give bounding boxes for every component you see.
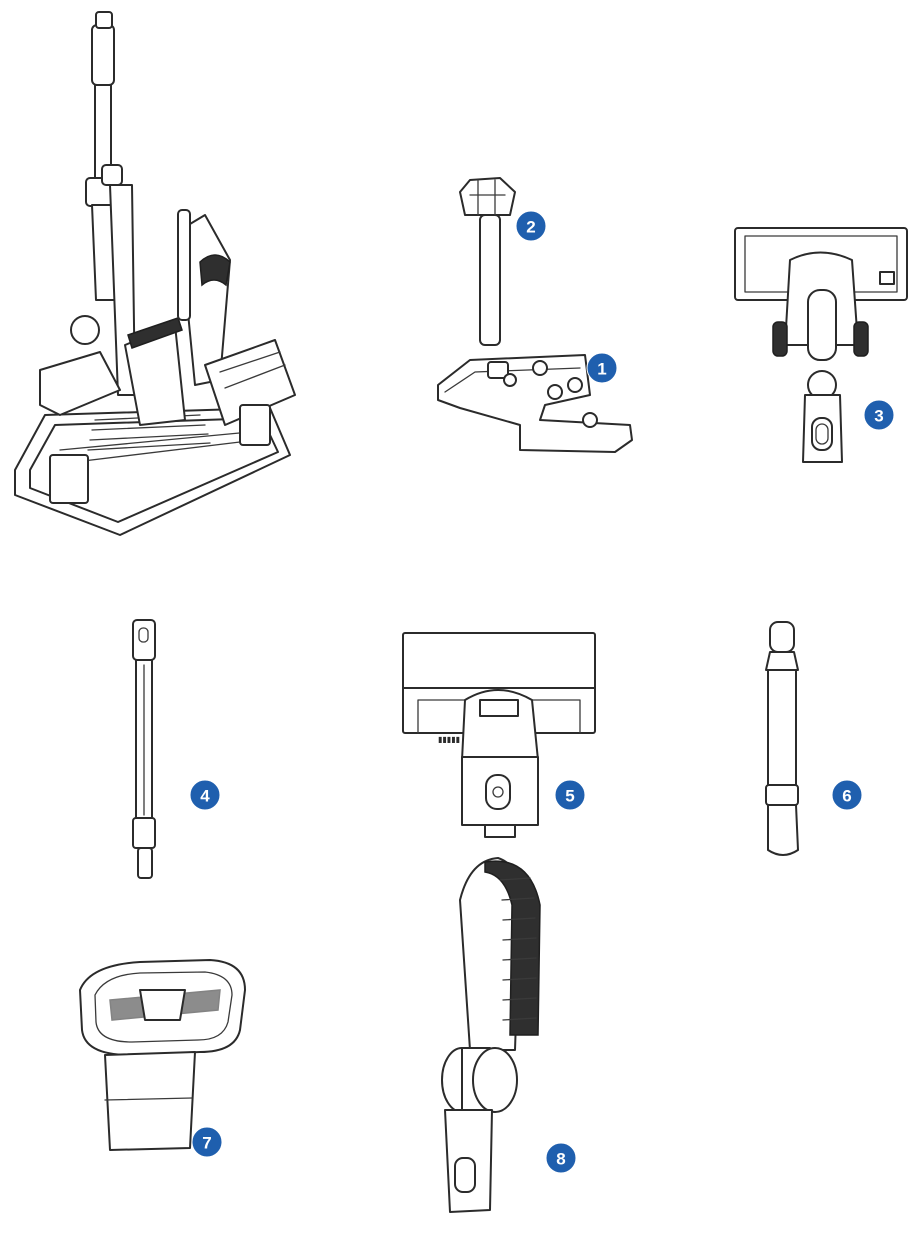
assembled-station-illustration <box>14 11 296 536</box>
badge-4: 4 <box>189 779 221 811</box>
floor-head-illustration <box>734 227 908 463</box>
badge-circle <box>586 352 618 384</box>
badge-circle <box>545 1142 577 1174</box>
badge-number: 5 <box>565 787 574 806</box>
crevice-tool-illustration <box>765 621 799 856</box>
badge-number: 7 <box>202 1134 211 1153</box>
badge-number: 6 <box>842 787 851 806</box>
badge-6: 6 <box>831 779 863 811</box>
base-plate-illustration <box>437 354 633 453</box>
badge-circle <box>191 1126 223 1158</box>
badge-number: 3 <box>874 407 883 426</box>
badge-5: 5 <box>554 779 586 811</box>
badge-7: 7 <box>191 1126 223 1158</box>
post-illustration <box>459 177 516 346</box>
badge-2: 2 <box>515 210 547 242</box>
soft-roller-head-illustration: ▮▮▮▮▮ <box>402 632 596 838</box>
badge-number: 4 <box>200 787 210 806</box>
upholstery-tool-illustration <box>79 959 246 1151</box>
badge-number: 1 <box>597 360 606 379</box>
badge-8: 8 <box>545 1142 577 1174</box>
badge-circle <box>831 779 863 811</box>
part-number-badges: 1 2 3 4 5 6 7 8 <box>189 210 895 1174</box>
badge-1: 1 <box>586 352 618 384</box>
dusting-brush-illustration <box>441 857 541 1213</box>
badge-circle <box>863 399 895 431</box>
badge-number: 8 <box>556 1150 565 1169</box>
badge-circle <box>515 210 547 242</box>
badge-3: 3 <box>863 399 895 431</box>
badge-circle <box>189 779 221 811</box>
badge-number: 2 <box>526 218 535 237</box>
extension-hose-illustration <box>132 619 156 879</box>
svg-text:▮▮▮▮▮: ▮▮▮▮▮ <box>438 735 460 744</box>
badge-circle <box>554 779 586 811</box>
